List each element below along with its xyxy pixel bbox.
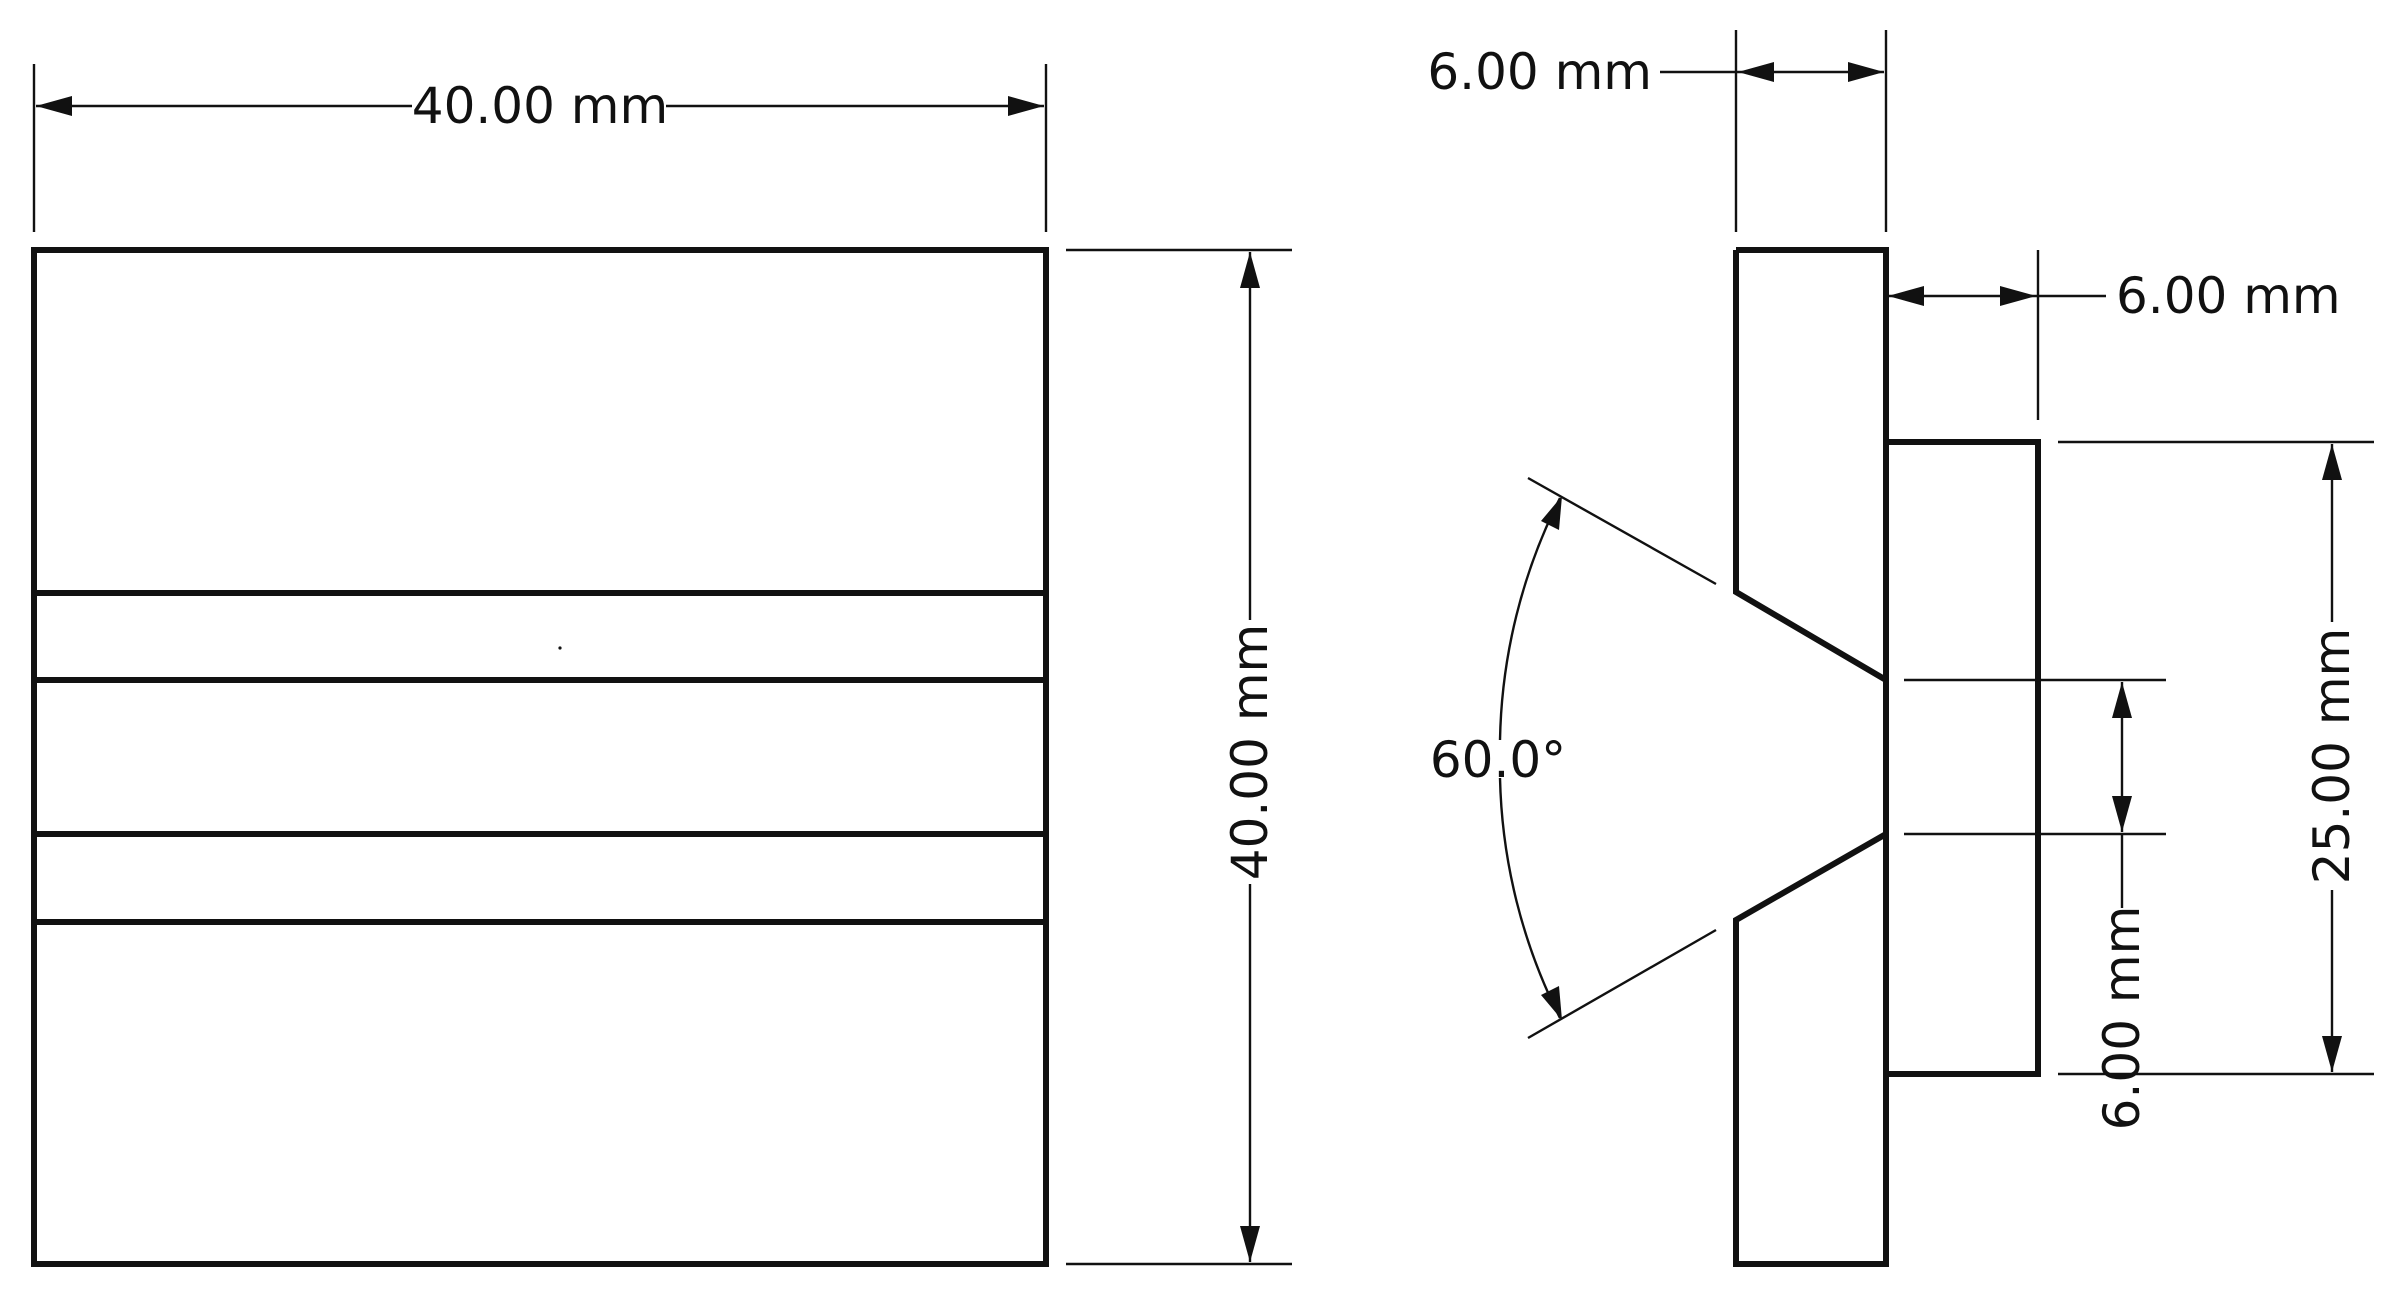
arrowhead: [1541, 496, 1562, 530]
front-width-dimension: 40.00 mm: [32, 64, 1048, 232]
front-height-label: 40.00 mm: [1221, 624, 1279, 880]
arrowhead: [1240, 252, 1260, 288]
side-view: [1733, 247, 2041, 1267]
front-view-outline: [31, 247, 1049, 1267]
bevel-angle-dimension: 60.0°: [1430, 476, 1717, 1040]
extension-line: [1527, 476, 1717, 586]
arrowhead: [1738, 62, 1774, 82]
arrowhead: [1888, 286, 1924, 306]
angle-arc: [1498, 777, 1562, 1019]
flange-height-dimension: 25.00 mm: [2058, 440, 2374, 1076]
arrowhead: [2112, 682, 2132, 718]
side-view-flange-profile: [1886, 439, 2041, 1077]
front-height-dimension: 40.00 mm: [1066, 248, 1292, 1266]
arrowhead: [2322, 1036, 2342, 1072]
flange-height-label: 25.00 mm: [2303, 628, 2361, 884]
arrowhead: [1541, 986, 1562, 1020]
arrowhead: [1848, 62, 1884, 82]
extension-line: [1527, 928, 1717, 1040]
front-width-label: 40.00 mm: [412, 77, 668, 135]
arrowhead: [2000, 286, 2036, 306]
arrowhead: [36, 96, 72, 116]
plate-thickness-label: 6.00 mm: [1427, 43, 1652, 101]
front-view-center-mark: [558, 646, 562, 650]
front-view: [31, 247, 1049, 1267]
gap-label: 6.00 mm: [2093, 906, 2151, 1131]
bevel-angle-label: 60.0°: [1430, 731, 1566, 789]
side-view-plate-profile: [1733, 247, 1889, 1267]
flange-thickness-label: 6.00 mm: [2116, 267, 2341, 325]
arrowhead: [1240, 1226, 1260, 1262]
gap-dimension: 6.00 mm: [1904, 678, 2166, 1131]
angle-arc: [1498, 497, 1562, 741]
plate-thickness-dimension: 6.00 mm: [1427, 30, 1888, 232]
flange-thickness-dimension: 6.00 mm: [1888, 250, 2341, 420]
arrowhead: [2322, 444, 2342, 480]
arrowhead: [1008, 96, 1044, 116]
arrowhead: [2112, 796, 2132, 832]
